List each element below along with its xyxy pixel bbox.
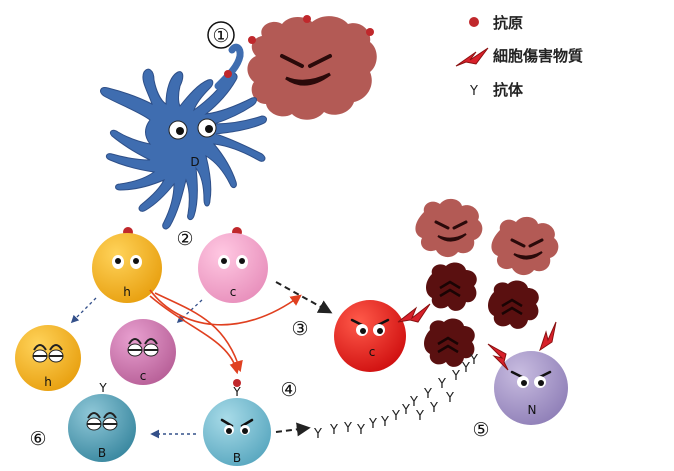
- antibody: Y: [429, 401, 438, 416]
- antibody: Y: [343, 421, 352, 436]
- killer-t-cell-label: c: [369, 345, 376, 359]
- antibody: Y: [409, 395, 418, 410]
- arrow-h-to-memory-h: [72, 298, 96, 322]
- step-5-label: ⑤: [472, 419, 489, 441]
- antibody: Y: [401, 403, 410, 418]
- memory-helper-t-cell-label: h: [44, 375, 52, 389]
- antibody: Y: [437, 377, 446, 392]
- memory-b-antibody: Y: [98, 381, 107, 395]
- antibody: Y: [469, 353, 478, 368]
- killer-t-cell-body: [334, 300, 406, 372]
- infected-cell-3: [424, 319, 475, 367]
- antigen-legend-icon: [469, 17, 479, 27]
- antibody: Y: [356, 423, 365, 438]
- dendritic-cell-body: [101, 69, 267, 229]
- arrow-c-to-killer: [276, 282, 330, 312]
- virus-body: [247, 16, 376, 120]
- cytotoxic-t-cell-label: c: [230, 285, 237, 299]
- antibody: Y: [380, 415, 389, 430]
- b-cell: B Y: [203, 379, 271, 466]
- legend: 抗原 細胞傷害物質 Y 抗体: [456, 14, 583, 99]
- antibody: Y: [329, 423, 338, 438]
- cytotoxic-substance-legend-icon: [456, 48, 488, 66]
- step-3-label: ③: [291, 318, 308, 340]
- antibody: Y: [368, 417, 377, 432]
- step-4-label: ④: [280, 379, 297, 401]
- antibody: Y: [451, 369, 460, 384]
- b-cell-label: B: [233, 451, 241, 465]
- step-6-label: ⑥: [29, 428, 46, 450]
- virus-cluster: [415, 199, 558, 367]
- antibody: Y: [415, 409, 424, 424]
- memory-cytotoxic-t-cell: c: [110, 319, 176, 385]
- infected-cell-2: [488, 281, 539, 329]
- dendritic-cell: D: [101, 47, 267, 237]
- legend-cytotoxic-label: 細胞傷害物質: [493, 47, 583, 65]
- antibody-legend-icon: Y: [469, 84, 478, 99]
- b-cell-antibody: Y: [232, 385, 241, 399]
- antibody: Y: [461, 361, 470, 376]
- legend-antigen-label: 抗原: [493, 14, 523, 32]
- memory-b-cell-label: B: [98, 446, 106, 460]
- memory-b-cell: B Y: [68, 381, 136, 462]
- nk-cell-label: N: [528, 403, 537, 417]
- arrow-b-to-antibodies: [276, 428, 308, 432]
- antibody: Y: [391, 409, 400, 424]
- step-1-label: ①: [212, 25, 229, 47]
- cytotoxic-t-cell: c: [198, 233, 268, 303]
- killer-t-cell: c: [334, 300, 430, 372]
- nk-cytotoxic-substance-icon: [488, 344, 508, 370]
- memory-cytotoxic-t-cell-label: c: [140, 369, 147, 383]
- nk-cell: N: [488, 322, 568, 425]
- step-2-label: ②: [176, 228, 193, 250]
- legend-antibody-label: 抗体: [493, 81, 524, 99]
- infected-cell-1: [426, 263, 477, 311]
- antibody: Y: [313, 427, 322, 442]
- memory-helper-t-cell: h: [15, 325, 81, 391]
- antibody: Y: [423, 387, 432, 402]
- antibody: Y: [445, 391, 454, 406]
- cytotoxic-substance-icon: [398, 304, 430, 322]
- helper-t-cell-label: h: [123, 285, 131, 299]
- dendritic-cell-label: D: [190, 155, 199, 169]
- nk-cytotoxic-substance-icon-2: [540, 322, 556, 350]
